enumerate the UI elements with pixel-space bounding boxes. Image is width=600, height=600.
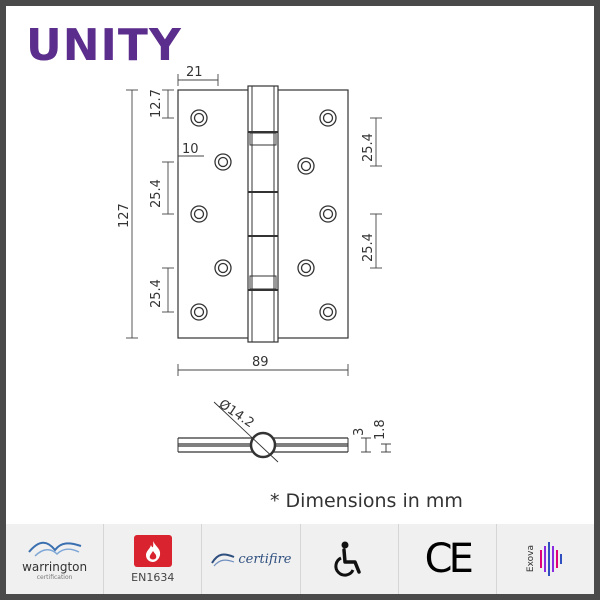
certifire-certification: certifire — [202, 524, 301, 594]
fire-standard-label: EN1634 — [131, 570, 175, 584]
screw-holes-right — [297, 109, 337, 321]
dim-leaf-thickness: 1.8 — [373, 419, 388, 440]
accessibility-mark — [301, 524, 399, 594]
dimensions-note: * Dimensions in mm — [270, 490, 463, 512]
hinge-technical-drawing: 21 12.7 10 25.4 25.4 127 25.4 25.4 89 — [117, 65, 391, 463]
front-dimension-lines — [126, 74, 382, 376]
brand-logo: UNITY — [26, 20, 182, 71]
dim-left-offset: 10 — [182, 142, 199, 157]
dim-knuckle-diameter: Ø14.2 — [216, 397, 257, 431]
hinge-front-view — [177, 85, 349, 343]
flame-icon — [133, 534, 172, 567]
warrington-certification: warrington certification — [6, 524, 105, 594]
dim-right-spacing-1: 25.4 — [361, 133, 376, 162]
dim-top-margin: 12.7 — [149, 89, 164, 118]
warrington-sub: certification — [36, 573, 73, 581]
side-dimension-labels: Ø14.2 3 1.8 — [216, 397, 388, 440]
dim-leaf-gap: 3 — [352, 428, 367, 436]
dim-height: 127 — [117, 203, 132, 228]
wheelchair-icon — [334, 541, 361, 577]
dim-width-top: 21 — [186, 65, 203, 80]
exova-name: Exova — [526, 545, 537, 573]
bearing-ring — [249, 275, 277, 290]
bearing-ring — [249, 132, 277, 146]
hinge-side-view — [177, 401, 391, 463]
dim-left-spacing-1: 25.4 — [149, 179, 164, 208]
fire-rating: EN1634 — [104, 524, 203, 594]
exova-certification: Exova — [497, 524, 594, 594]
warrington-name: warrington — [22, 559, 88, 574]
front-dimension-labels: 21 12.7 10 25.4 25.4 127 25.4 25.4 89 — [117, 65, 376, 370]
dim-right-spacing-2: 25.4 — [361, 233, 376, 262]
dim-total-width: 89 — [252, 355, 269, 370]
product-image: UNITY — [6, 6, 594, 594]
knuckle-section — [249, 431, 277, 459]
exova-logo-icon — [540, 542, 563, 576]
ce-mark: CE — [399, 524, 497, 594]
ce-mark-text: CE — [424, 536, 474, 582]
certifire-logo-icon — [211, 553, 235, 567]
warrington-logo-icon — [27, 541, 81, 557]
dim-left-spacing-2: 25.4 — [149, 279, 164, 308]
certifire-name: certifire — [238, 551, 292, 567]
hinge-knuckle — [247, 85, 279, 343]
certification-bar: warrington certification EN1634 certifir… — [6, 524, 594, 594]
screw-holes-left — [190, 109, 232, 321]
